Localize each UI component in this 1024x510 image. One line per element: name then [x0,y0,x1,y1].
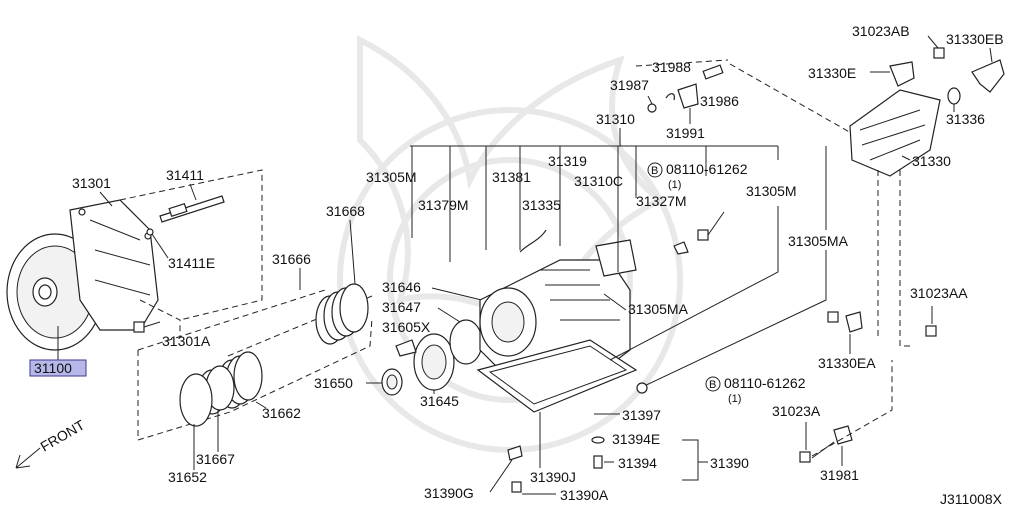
pin-31986-part[interactable] [702,64,724,80]
label-31666[interactable]: 31666 [272,251,311,267]
bolt-31023AA[interactable] [925,325,937,337]
label-31411E[interactable]: 31411E [168,255,215,271]
svg-text:B: B [709,379,716,391]
label-31327M[interactable]: 31327M [636,193,687,209]
bracket-31981[interactable] [833,425,853,445]
label-31605X[interactable]: 31605X [382,319,431,335]
clip-31335[interactable] [673,241,689,255]
label-31330EB[interactable]: 31330EB [946,31,1004,47]
label-31645[interactable]: 31645 [420,393,459,409]
label-31390G[interactable]: 31390G [424,485,474,501]
label-31987[interactable]: 31987 [610,77,649,93]
bolt-31301A[interactable] [133,321,161,333]
label-31650[interactable]: 31650 [314,375,353,391]
qty-08110-bottom: (1) [728,393,741,405]
bolt-31394[interactable] [593,455,603,469]
bolt-marker-bottom [705,376,721,392]
label-31305M-left[interactable]: 31305M [366,169,417,185]
bracket-31605X[interactable] [395,339,417,357]
label-31023A[interactable]: 31023A [772,403,821,419]
bolt-31390A[interactable] [511,481,522,493]
washer-31987[interactable] [647,103,657,113]
label-31336[interactable]: 31336 [946,111,985,127]
label-31330[interactable]: 31330 [912,153,951,169]
extension-housing-31330[interactable] [849,89,941,177]
label-31647[interactable]: 31647 [382,299,421,315]
oil-pump-31645[interactable] [413,333,455,391]
bracket-31390G[interactable] [507,445,523,461]
label-31394E[interactable]: 31394E [612,431,660,447]
label-31390[interactable]: 31390 [710,455,749,471]
label-31023AA[interactable]: 31023AA [910,285,968,301]
bracket-31330EB[interactable] [971,59,1005,93]
snap-ring-31652[interactable] [179,373,213,427]
label-08110-61262-top[interactable]: 08110-61262 [666,161,748,177]
diagram-code: J311008X [940,491,1003,507]
bracket-31330EA[interactable] [827,311,863,333]
bolt-31023AB[interactable] [933,47,945,59]
oil-seal-31650[interactable] [381,368,403,396]
label-31330EA[interactable]: 31330EA [818,355,876,371]
label-31381[interactable]: 31381 [492,169,531,185]
label-31330E[interactable]: 31330E [808,65,856,81]
bolt-31327M[interactable] [697,211,725,241]
label-31390J[interactable]: 31390J [530,469,576,485]
label-31301[interactable]: 31301 [72,175,111,191]
seal-31336[interactable] [947,87,961,105]
part-highlight-31100[interactable] [29,359,87,377]
label-31305M-right[interactable]: 31305M [746,183,797,199]
label-31335[interactable]: 31335 [522,197,561,213]
label-31301A[interactable]: 31301A [162,333,211,349]
oil-pan-31390[interactable] [476,339,638,413]
label-08110-61262-bottom[interactable]: 08110-61262 [724,375,806,391]
label-31100[interactable]: 31100 [34,360,72,376]
label-31397[interactable]: 31397 [622,407,661,423]
o-ring-31411E[interactable] [146,228,154,236]
label-31981[interactable]: 31981 [820,467,859,483]
clutch-plates-31666[interactable] [315,283,369,345]
label-31646[interactable]: 31646 [382,279,421,295]
label-31986[interactable]: 31986 [700,93,739,109]
front-label: FRONT [38,416,88,454]
label-31668[interactable]: 31668 [326,203,365,219]
label-31305MA-mid[interactable]: 31305MA [628,301,689,317]
bolt-31023A[interactable] [799,451,811,463]
label-31379M[interactable]: 31379M [418,197,469,213]
input-shaft[interactable] [159,195,225,223]
bolt-marker-top [647,162,663,178]
label-31305MA-right[interactable]: 31305MA [788,233,849,249]
washer-31394E[interactable] [591,436,605,444]
bracket-31330E[interactable] [889,61,915,87]
label-31310[interactable]: 31310 [596,111,635,127]
label-31411[interactable]: 31411 [166,167,204,183]
qty-08110-top: (1) [668,179,681,191]
bracket-31991[interactable] [677,83,699,109]
label-31394[interactable]: 31394 [618,455,657,471]
label-31390A[interactable]: 31390A [560,487,609,503]
label-31988[interactable]: 31988 [652,59,691,75]
label-31652[interactable]: 31652 [168,469,207,485]
front-direction-arrow: FRONT [15,416,88,469]
plug-31305MA[interactable] [636,382,648,394]
label-31991[interactable]: 31991 [666,125,705,141]
label-31310C[interactable]: 31310C [574,173,623,189]
clip-31988[interactable] [665,93,675,101]
svg-text:B: B [651,165,658,177]
label-31023AB[interactable]: 31023AB [852,23,910,39]
label-31667[interactable]: 31667 [196,451,235,467]
gasket-31647[interactable] [449,319,483,365]
label-31662[interactable]: 31662 [262,405,301,421]
converter-housing[interactable] [69,199,159,331]
label-31319[interactable]: 31319 [548,153,587,169]
tube-31381[interactable] [519,229,547,253]
